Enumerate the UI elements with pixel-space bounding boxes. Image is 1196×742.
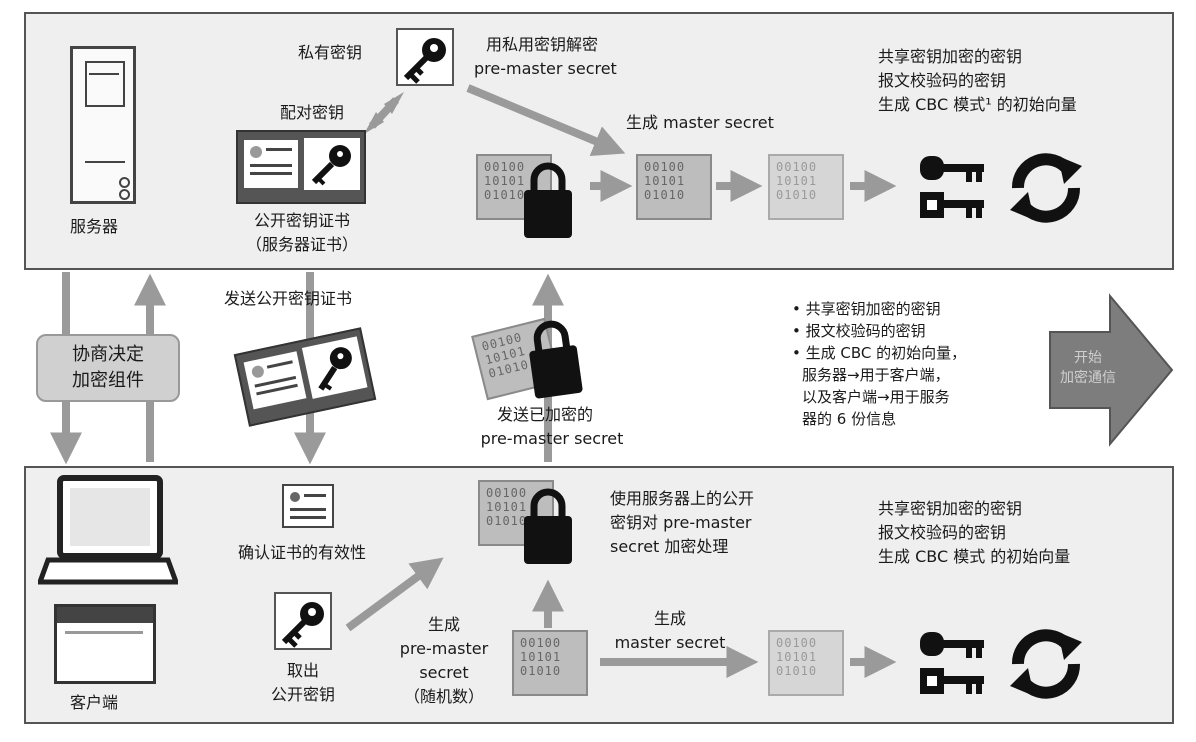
refresh-icon	[1004, 146, 1088, 230]
server-label: 服务器	[70, 216, 118, 238]
gen-pm-label-3: secret	[384, 662, 504, 684]
bullet-item: 器的 6 份信息	[792, 408, 966, 430]
verify-cert-label: 确认证书的有效性	[238, 542, 366, 564]
shared-info-list: • 共享密钥加密的密钥 • 报文校验码的密钥 • 生成 CBC 的初始向量， 服…	[792, 298, 966, 430]
browser-window-icon	[54, 604, 156, 684]
key-pair-icon	[916, 150, 988, 226]
client-lock-icon	[522, 486, 574, 566]
laptop-icon	[38, 474, 178, 592]
client-shared-2: 报文校验码的密钥	[878, 522, 1006, 544]
sent-lock-icon	[523, 315, 586, 401]
extract-label-2: 公开密钥	[256, 684, 350, 706]
use-pub-label-1: 使用服务器上的公开	[610, 488, 754, 510]
negotiate-box: 协商决定 加密组件	[36, 334, 180, 402]
decrypt-label-2: pre-master secret	[474, 58, 617, 80]
client-label: 客户端	[70, 692, 118, 714]
client-gen-master-2: master secret	[600, 632, 740, 654]
send-encrypted-label-2: pre-master secret	[470, 428, 634, 450]
client-refresh-icon	[1004, 622, 1088, 706]
gen-pm-label-1: 生成	[384, 614, 504, 636]
bullet-item: • 生成 CBC 的初始向量，	[792, 342, 966, 364]
certificate-document-icon	[282, 484, 334, 528]
lock-icon	[522, 160, 574, 240]
gen-pm-label-2: pre-master	[384, 638, 504, 660]
send-cert-label: 发送公开密钥证书	[224, 288, 352, 310]
bullet-item: • 报文校验码的密钥	[792, 320, 966, 342]
gen-pm-label-4: （随机数）	[376, 686, 512, 708]
public-key-icon	[274, 592, 332, 650]
server-tower-icon	[70, 46, 136, 204]
server-shared-1: 共享密钥加密的密钥	[878, 46, 1022, 68]
bullet-item: 服务器→用于客户端，	[792, 364, 966, 386]
send-encrypted-label-1: 发送已加密的	[470, 404, 620, 426]
cert-label-1: 公开密钥证书	[236, 210, 368, 232]
server-certificate-icon	[236, 130, 366, 204]
arrow-decrypt	[468, 88, 612, 148]
server-shared-2: 报文校验码的密钥	[878, 70, 1006, 92]
use-pub-label-2: 密钥对 pre-master	[610, 512, 752, 534]
use-pub-label-3: secret 加密处理	[610, 536, 728, 558]
gen-master-label: 生成 master secret	[626, 112, 774, 134]
client-gen-master-1: 生成	[620, 608, 720, 630]
pair-key-label: 配对密钥	[280, 102, 344, 124]
decrypt-label-1: 用私用密钥解密	[486, 34, 598, 56]
client-key-pair-icon	[916, 626, 988, 702]
private-key-icon	[396, 28, 454, 86]
client-shared-1: 共享密钥加密的密钥	[878, 498, 1022, 520]
cert-label-2: （服务器证书）	[226, 234, 378, 256]
private-key-label: 私有密钥	[298, 42, 362, 64]
client-shared-3: 生成 CBC 模式 的初始向量	[878, 546, 1070, 568]
start-encrypted-comm: 开始 加密通信	[1056, 348, 1120, 388]
extract-label-1: 取出	[262, 660, 344, 682]
server-shared-3: 生成 CBC 模式¹ 的初始向量	[878, 94, 1077, 116]
bullet-item: 以及客户端→用于服务	[792, 386, 966, 408]
bullet-item: • 共享密钥加密的密钥	[792, 298, 966, 320]
